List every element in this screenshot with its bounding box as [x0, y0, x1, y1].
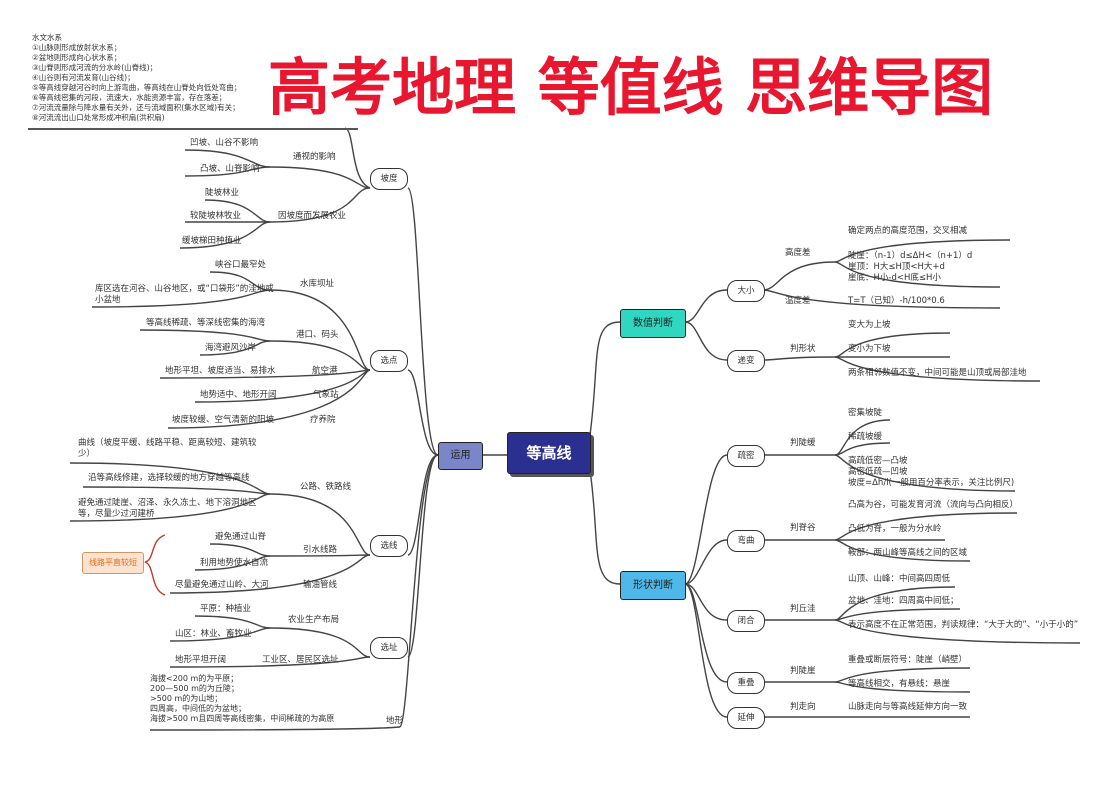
- leaf: 峡谷口最窄处: [215, 260, 267, 270]
- branch-label: 判走向: [790, 702, 816, 712]
- leaf: 崖顶：H大≤H顶<H大+d: [848, 262, 945, 272]
- branch-label: 地形: [386, 716, 404, 726]
- notes-heading: 水文水系: [32, 33, 62, 42]
- node-bend: 弯曲: [727, 530, 765, 552]
- leaf: 等高线相交，有悬线：悬崖: [848, 679, 951, 689]
- branch-label: 疗养院: [310, 415, 336, 425]
- node-density: 疏密: [727, 445, 765, 467]
- branch-label: 判陡崖: [790, 666, 816, 676]
- leaf: 曲线（坡度平缓、线路平稳、距离较短、建筑较少）: [78, 438, 257, 459]
- leaf: 坡度=Δh/l(一般用百分率表示，关注比例尺): [848, 478, 1015, 488]
- leaf: 变大为上坡: [848, 320, 891, 330]
- highlight-note: 线路平直较短: [82, 552, 144, 574]
- note-line: ④山谷则有河流发育(山谷线)；: [32, 73, 135, 82]
- branch-label: 航空港: [312, 366, 338, 376]
- leaf: 避免通过山脊: [215, 532, 267, 542]
- node-route: 选线: [370, 535, 408, 557]
- node-location: 选址: [370, 637, 408, 659]
- leaf: 地势适中、地形开阔: [200, 390, 277, 400]
- leaf: 崖底：H小-d<H底≤H小: [848, 273, 941, 283]
- branch-label: 判丘洼: [790, 604, 816, 614]
- leaf: 凸坡、山脊影响: [200, 164, 260, 174]
- leaf: 尽量避免通过山岭、大河: [175, 580, 269, 590]
- note-line: ③山脊则形成河流的分水岭(山脊线)；: [32, 63, 158, 72]
- node-slope: 坡度: [370, 168, 408, 190]
- terrain-line: 200—500 m的为丘陵；: [150, 684, 239, 693]
- leaf: 沿等高线修建，选择较缓的地方穿越等高线: [88, 473, 250, 483]
- note-line: ⑧河流流出山口处常形成冲积扇(洪积扇): [32, 113, 165, 122]
- branch-label: 气象站: [313, 390, 339, 400]
- terrain-line: 四周高，中间低的为盆地；: [150, 704, 246, 713]
- branch-label: 输油管线: [303, 580, 338, 590]
- node-site: 选点: [370, 350, 408, 372]
- note-line: ②盆地则形成向心状水系；: [32, 53, 122, 62]
- branch-label: 判陡缓: [790, 438, 816, 448]
- leaf: 地形平坦开阔: [175, 655, 227, 665]
- node-overlap: 重叠: [727, 672, 765, 694]
- center-node: 等高线: [507, 432, 591, 474]
- branch-label: 公路、铁路线: [300, 482, 352, 492]
- branch-label: 因坡度而发展农业: [278, 211, 347, 221]
- notes-divider: [28, 128, 358, 130]
- leaf: 高疏低密—凸坡: [848, 456, 908, 466]
- note-line: ①山脉则形成放射状水系；: [32, 43, 122, 52]
- branch-label: 引水线路: [303, 545, 338, 555]
- leaf: 稀疏坡缓: [848, 432, 883, 442]
- leaf: 两条相邻数值不变，中间可能是山顶或局部洼地: [848, 368, 1027, 378]
- leaf: 等高线稀疏、等深线密集的海湾: [146, 318, 266, 328]
- branch-label: 港口、码头: [296, 330, 339, 340]
- leaf: 地形平坦、坡度适当、易排水: [165, 366, 276, 376]
- leaf: 平原：种植业: [200, 604, 252, 614]
- node-apply: 运用: [438, 442, 483, 470]
- leaf: 缓坡梯田种植业: [182, 236, 242, 246]
- node-closed: 闭合: [727, 610, 765, 632]
- leaf: 利用地势使水自流: [200, 558, 269, 568]
- leaf: 凹坡、山谷不影响: [190, 138, 259, 148]
- terrain-line: 海拔<200 m的为平原；: [150, 674, 239, 683]
- node-extend: 延伸: [727, 707, 765, 729]
- node-shape: 形状判断: [620, 571, 686, 600]
- branch-label: 工业区、居民区选址: [262, 655, 339, 665]
- leaf: 较陡坡林牧业: [190, 211, 242, 221]
- terrain-line: 海拔>500 m且四周等高线密集，中间稀疏的为高原: [150, 714, 335, 723]
- leaf: 盆地、洼地：四周高中间低；: [848, 596, 959, 606]
- leaf: 避免通过陡崖、沼泽、永久冻土、地下溶洞地区等，尽量少过河建桥: [78, 498, 257, 519]
- leaf: 鞍部：两山峰等高线之间的区域: [848, 548, 968, 558]
- leaf: 坡度较缓、空气清新的阳坡: [172, 415, 275, 425]
- leaf: 表示高度不在正常范围，判读规律：“大于大的”、“小于小的”: [848, 620, 1079, 630]
- note-line: ⑦河流流量除与降水量有关外，还与流域面积(集水区域)有关；: [32, 103, 240, 112]
- leaf: 山顶、山峰：中间高四周低: [848, 574, 951, 584]
- leaf: 山脉走向与等高线延伸方向一致: [848, 702, 968, 712]
- leaf: 凸低为脊，一般为分水岭: [848, 524, 942, 534]
- leaf: T=T（已知）-h/100*0.6: [848, 296, 945, 306]
- terrain-notes: 海拔<200 m的为平原； 200—500 m的为丘陵； >500 m的为山地；…: [150, 674, 334, 724]
- leaf: 确定两点的高度范围，交叉相减: [848, 226, 968, 236]
- leaf: 库区选在河谷、山谷地区，或“口袋形”的洼地或小盆地: [95, 284, 274, 305]
- leaf: 密集坡陡: [848, 408, 883, 418]
- terrain-line: >500 m的为山地；: [150, 694, 223, 703]
- leaf: 变小为下坡: [848, 344, 891, 354]
- branch-label: 判形状: [790, 344, 816, 354]
- hydrology-notes: 水文水系 ①山脉则形成放射状水系； ②盆地则形成向心状水系； ③山脊则形成河流的…: [32, 33, 241, 123]
- leaf: 陡坡林业: [205, 188, 240, 198]
- branch-label: 农业生产布局: [288, 615, 340, 625]
- note-line: ⑤等高线穿越河谷时向上游弯曲，等高线在山脊处向低处弯曲；: [32, 83, 242, 92]
- page-title: 高考地理 等值线 思维导图: [268, 51, 994, 124]
- note-line: ⑥等高线密集的河段，流速大，水能资源丰富，存在落差；: [32, 93, 227, 102]
- branch-label: 水库坝址: [300, 279, 335, 289]
- branch-label: 通视的影响: [293, 152, 336, 162]
- leaf: 高密低疏—凹坡: [848, 467, 908, 477]
- leaf: 海湾避风沙岸: [205, 343, 257, 353]
- leaf: 陡崖：（n-1）d≤ΔH<（n+1）d: [848, 251, 973, 261]
- leaf: 凸高为谷，可能发育河流（流向与凸向相反）: [848, 500, 1019, 510]
- branch-label: 温度差: [785, 296, 811, 306]
- node-numeric: 数值判断: [620, 309, 686, 338]
- leaf: 重叠或断层符号：陡崖（峭壁）: [848, 655, 968, 665]
- branch-label: 高度差: [785, 248, 811, 258]
- node-size: 大小: [727, 280, 765, 302]
- node-change: 递变: [727, 350, 765, 372]
- leaf: 山区：林业、畜牧业: [175, 629, 252, 639]
- branch-label: 判脊谷: [790, 523, 816, 533]
